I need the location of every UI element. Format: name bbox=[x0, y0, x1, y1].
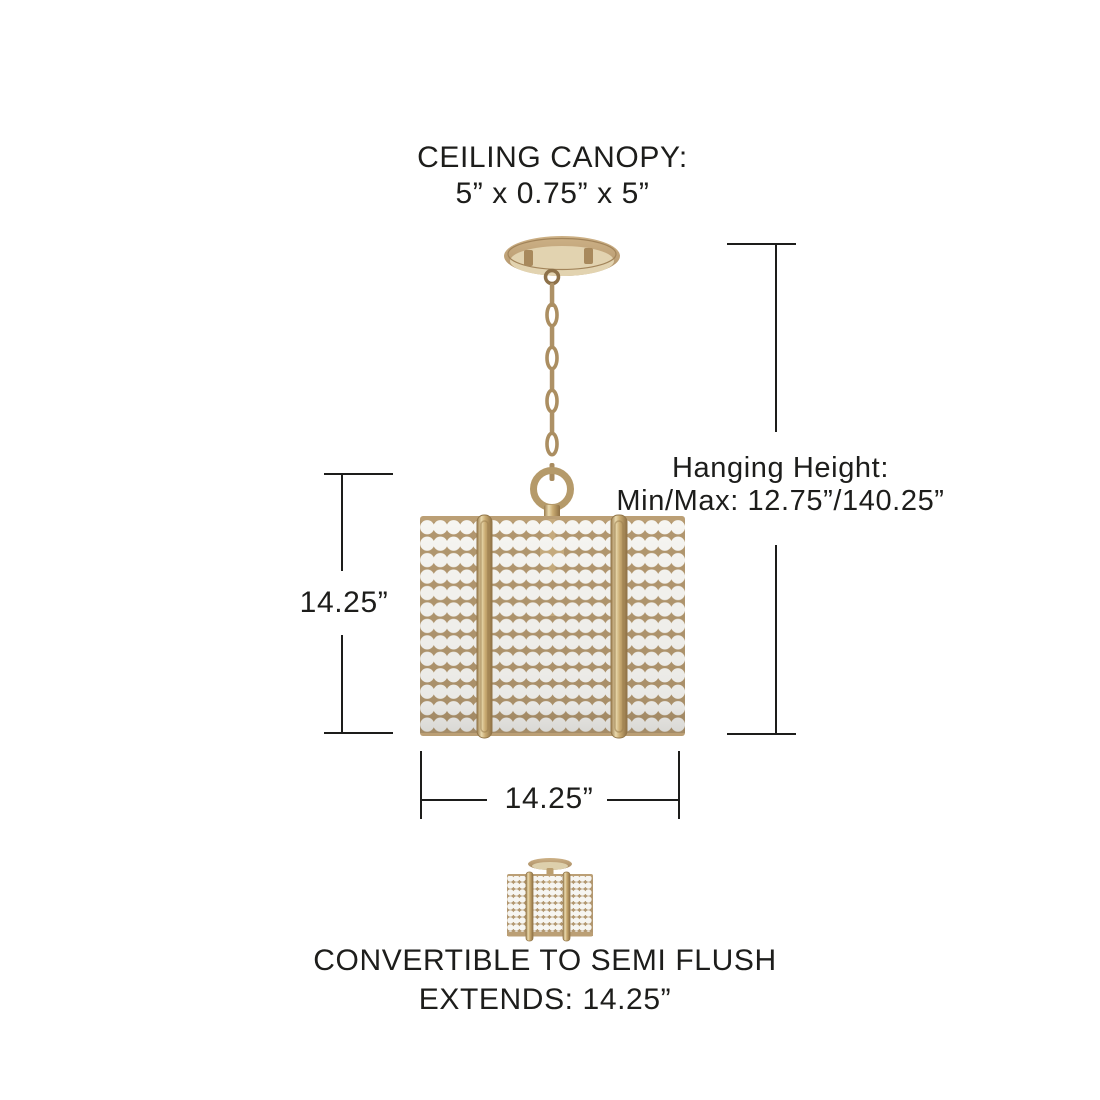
hanging-height-title: Hanging Height: bbox=[672, 452, 889, 484]
left-brass-bar bbox=[476, 514, 493, 739]
convertible-label: CONVERTIBLE TO SEMI FLUSH EXTENDS: 14.25… bbox=[245, 941, 845, 1019]
hanging-dimension-tick-top bbox=[727, 243, 796, 245]
hanging-dimension-line-lower bbox=[775, 545, 777, 734]
height-dimension-tick-top bbox=[324, 473, 393, 475]
height-dimension-value: 14.25” bbox=[299, 586, 389, 619]
width-dimension-tick-right bbox=[678, 751, 680, 819]
hanging-dimension-line-upper bbox=[775, 244, 777, 432]
convertible-title: CONVERTIBLE TO SEMI FLUSH bbox=[313, 944, 777, 977]
ceiling-canopy-title: CEILING CANOPY: bbox=[417, 141, 688, 174]
mini-beaded-drum bbox=[507, 871, 593, 942]
width-dimension-line-right bbox=[607, 799, 679, 801]
height-dimension-tick-bottom bbox=[324, 732, 393, 734]
beaded-drum-shade bbox=[420, 514, 685, 739]
height-dimension-line-lower bbox=[341, 635, 343, 733]
pendant-fixture-illustration bbox=[420, 236, 685, 739]
width-dimension-line-left bbox=[421, 799, 487, 801]
hanging-height-label: Hanging Height: Min/Max: 12.75”/140.25” bbox=[593, 452, 968, 518]
ceiling-canopy bbox=[504, 236, 620, 286]
hanging-dimension-tick-bottom bbox=[727, 733, 796, 735]
hanging-chain bbox=[545, 283, 559, 481]
width-dimension-value: 14.25” bbox=[504, 782, 594, 815]
ceiling-canopy-label: CEILING CANOPY: 5” x 0.75” x 5” bbox=[330, 140, 775, 212]
convertible-extends: EXTENDS: 14.25” bbox=[418, 983, 672, 1016]
width-dimension-tick-left bbox=[420, 751, 422, 819]
height-dimension-line-upper bbox=[341, 474, 343, 571]
ceiling-canopy-dimensions: 5” x 0.75” x 5” bbox=[455, 177, 650, 210]
semi-flush-mini-illustration bbox=[507, 858, 593, 942]
hanging-height-minmax: Min/Max: 12.75”/140.25” bbox=[616, 485, 945, 517]
right-brass-bar bbox=[610, 514, 628, 739]
